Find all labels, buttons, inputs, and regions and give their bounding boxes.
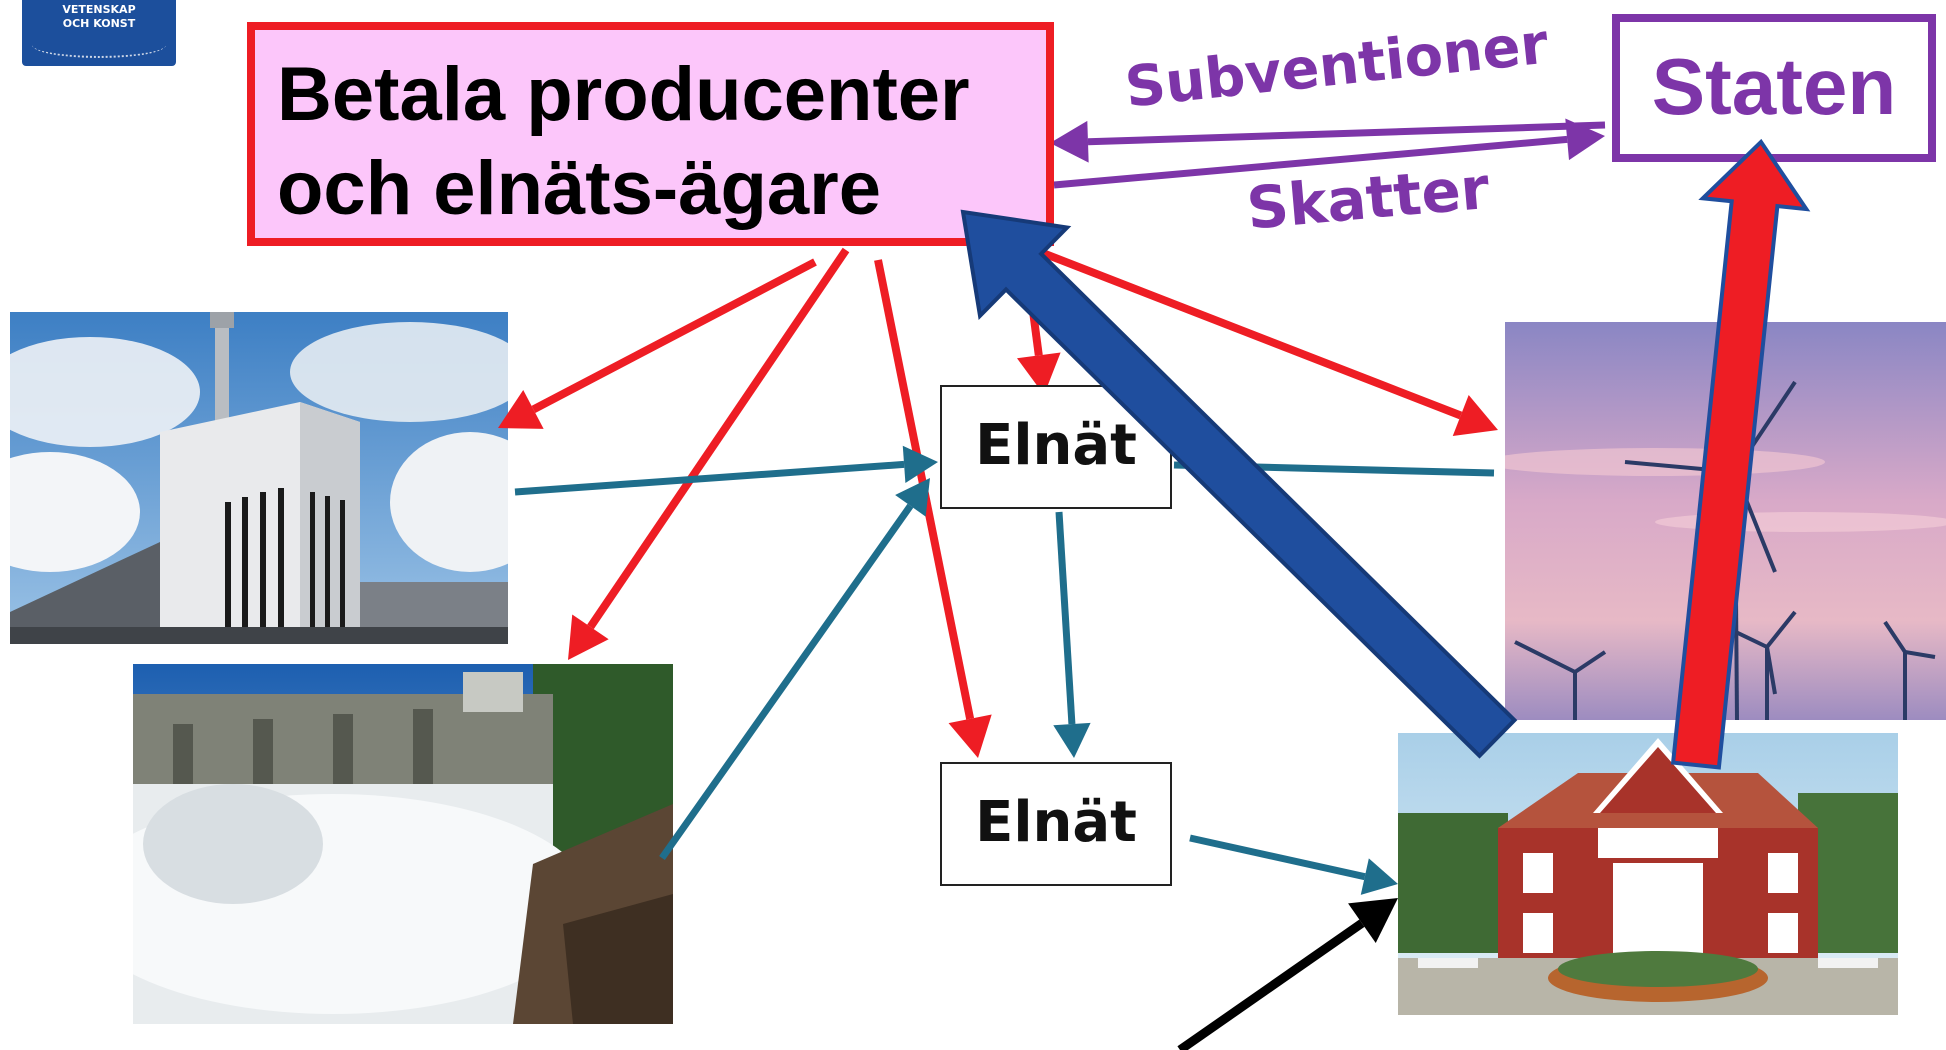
grid-to-house-arrow-shaft bbox=[1189, 834, 1366, 881]
external-to-house-arrow-head bbox=[1348, 898, 1398, 944]
hydro-to-grid-arrow-shaft bbox=[659, 503, 914, 861]
grid-box-upper: Elnät bbox=[940, 385, 1172, 509]
payment-to-nuclear-arrow-head bbox=[498, 389, 544, 429]
grid-upper-label: Elnät bbox=[975, 413, 1137, 478]
house-photo bbox=[1398, 733, 1898, 1015]
payer-line1: Betala producenter bbox=[277, 52, 970, 137]
grid-down-arrow-shaft bbox=[1055, 511, 1076, 725]
subsidies-arrow-shaft bbox=[1087, 121, 1606, 146]
subsidies-arrow-head bbox=[1050, 120, 1089, 163]
wind-to-grid-line bbox=[1173, 461, 1495, 477]
payment-to-upper-grid-arrow-shaft bbox=[1021, 249, 1043, 356]
payment-to-nuclear-arrow-shaft bbox=[531, 258, 817, 413]
logo-text-line1: VETENSKAP bbox=[62, 3, 136, 16]
payer-line2: och elnäts-ägare bbox=[277, 146, 881, 231]
nuclear-plant-photo bbox=[10, 312, 508, 644]
nuclear-to-grid-arrow-head bbox=[902, 445, 938, 484]
academy-logo: VETENSKAP OCH KONST bbox=[22, 0, 176, 66]
grid-to-house-arrow-head bbox=[1360, 858, 1398, 895]
nuclear-to-grid-arrow-shaft bbox=[514, 460, 905, 496]
grid-lower-label: Elnät bbox=[975, 790, 1137, 855]
logo-text-line2: OCH KONST bbox=[62, 17, 136, 30]
taxes-arrow-shaft bbox=[1053, 135, 1568, 189]
state-box: Staten bbox=[1612, 14, 1936, 162]
external-to-house-arrow-shaft bbox=[1177, 919, 1365, 1050]
grid-down-arrow-head bbox=[1053, 722, 1091, 758]
hydro-dam-photo bbox=[133, 664, 673, 1024]
taxes-arrow-head bbox=[1565, 118, 1605, 161]
payment-to-hydro-arrow-head bbox=[568, 614, 609, 660]
payer-box: Betala producenter och elnäts-ägare bbox=[247, 22, 1054, 246]
state-label: Staten bbox=[1651, 42, 1897, 131]
hydro-to-grid-arrow-head bbox=[895, 478, 930, 517]
payment-to-lower-grid-arrow-head bbox=[948, 714, 992, 758]
payment-to-hydro-arrow-shaft bbox=[587, 247, 850, 630]
grid-box-lower: Elnät bbox=[940, 762, 1172, 886]
logo-wreath-icon bbox=[32, 32, 166, 58]
